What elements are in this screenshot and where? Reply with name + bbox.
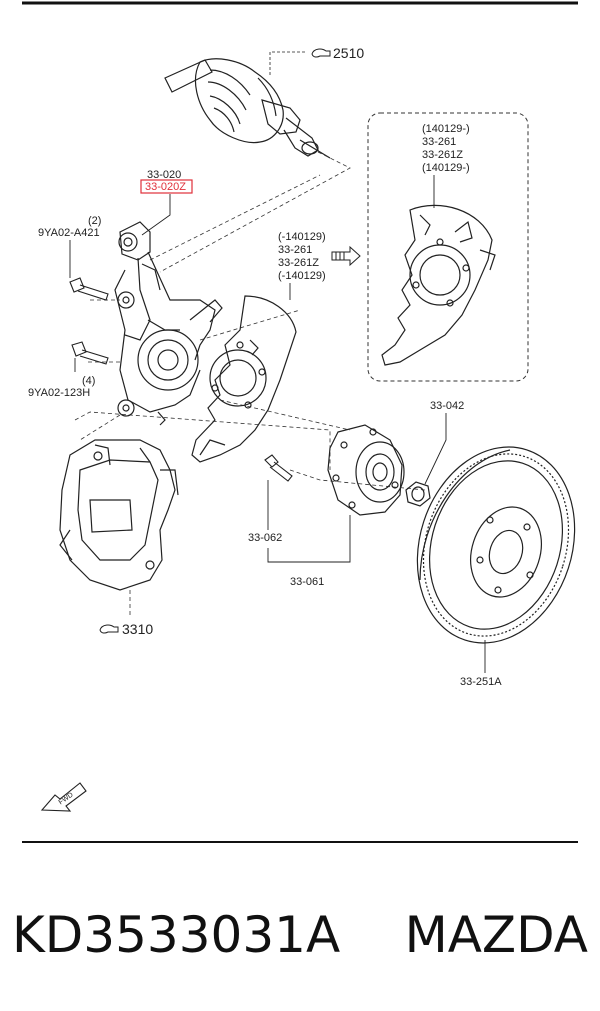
steering-knuckle bbox=[114, 221, 223, 426]
stud-label: 33-062 bbox=[248, 532, 282, 544]
drive-shaft bbox=[164, 58, 331, 159]
fwd-arrow-icon: FWD bbox=[40, 782, 87, 812]
shield-box-label-3: 33-261Z bbox=[422, 149, 463, 161]
bolt-a421-label: 9YA02-A421 bbox=[38, 227, 100, 239]
knuckle-highlight-label: 33-020Z bbox=[145, 181, 186, 193]
brake-disc bbox=[416, 446, 576, 644]
ref-2510-label: 2510 bbox=[333, 45, 364, 61]
shield-box-label-1: (140129-) bbox=[422, 123, 470, 135]
ref-3310-callout bbox=[99, 624, 119, 634]
knuckle-highlight-box bbox=[140, 179, 193, 194]
shield-mid-label-4: (-140129) bbox=[278, 270, 326, 282]
guide-lines bbox=[74, 151, 426, 615]
brand-name: MAZDA bbox=[404, 906, 588, 964]
alternate-arrow bbox=[331, 245, 361, 267]
qty-4-label: (4) bbox=[82, 375, 95, 387]
ref-3310-label: 3310 bbox=[122, 621, 153, 637]
shield-mid-label-1: (-140129) bbox=[278, 231, 326, 243]
part-number: KD3533031A bbox=[12, 906, 341, 964]
svg-text:FWD: FWD bbox=[58, 792, 75, 807]
hub-bearing bbox=[327, 424, 405, 516]
qty-2-label: (2) bbox=[88, 215, 101, 227]
hub-nut bbox=[405, 481, 431, 507]
shield-mid-label-3: 33-261Z bbox=[278, 257, 319, 269]
nut-label: 33-042 bbox=[430, 400, 464, 412]
shield-box-label-2: 33-261 bbox=[422, 136, 456, 148]
knuckle-label: 33-020 bbox=[147, 169, 181, 181]
hub-leader bbox=[267, 515, 351, 563]
dust-shield-alt bbox=[381, 204, 496, 366]
knuckle-leader bbox=[141, 194, 171, 236]
shield-alt-box bbox=[367, 112, 529, 382]
shield-box-label-4: (140129-) bbox=[422, 162, 470, 174]
shield-mid-label-2: 33-261 bbox=[278, 244, 312, 256]
dust-shield-front bbox=[191, 295, 297, 463]
footer: KD3533031A MAZDA bbox=[0, 895, 600, 975]
brake-caliper bbox=[59, 439, 179, 591]
bolt-123h-label: 9YA02-123H bbox=[28, 387, 90, 399]
knuckle-bolt-lower bbox=[71, 341, 109, 365]
wheel-stud bbox=[264, 454, 293, 482]
knuckle-bolt-upper bbox=[69, 277, 109, 301]
hub-label: 33-061 bbox=[290, 576, 324, 588]
nut-leader bbox=[424, 413, 447, 485]
ref-2510-callout bbox=[269, 48, 331, 75]
disc-label: 33-251A bbox=[460, 676, 502, 688]
